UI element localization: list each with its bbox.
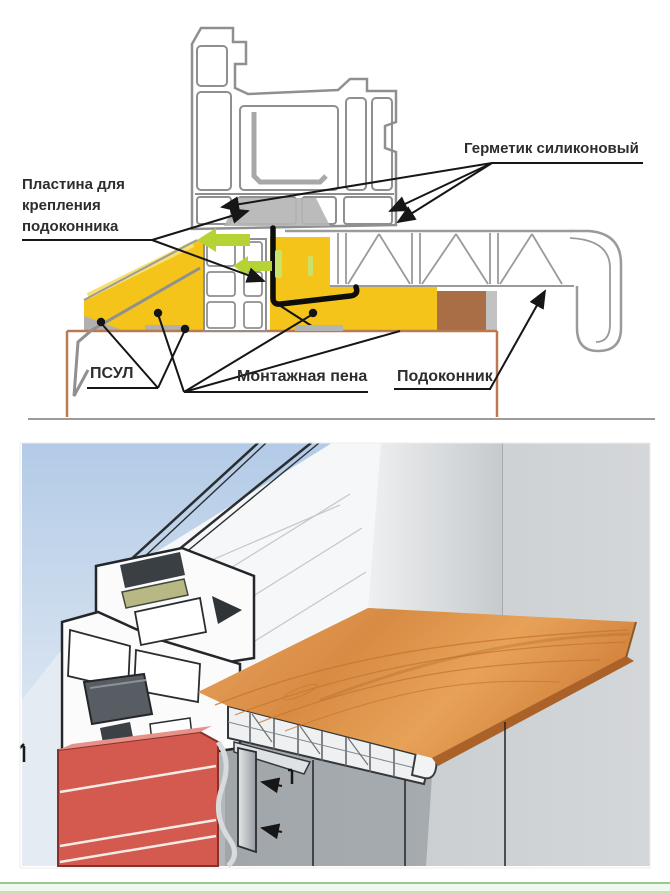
subframe-profile (203, 238, 267, 332)
brick-wall (57, 726, 237, 868)
sky (22, 443, 332, 700)
pvc-sill-honeycomb (227, 704, 438, 786)
wood-front-edge (432, 656, 634, 766)
glazing-pocket (251, 112, 328, 185)
fixing-plate (224, 198, 330, 226)
label-mounting-foam: Монтажная пена (237, 368, 368, 385)
support-bracket (233, 741, 312, 854)
label-silicone-sealant: Герметик силиконовый (464, 140, 639, 157)
left-mark (19, 743, 26, 762)
green-arrows (197, 228, 313, 278)
windowsill-profile (285, 229, 623, 353)
drip-sill-line (72, 266, 201, 397)
packer-bar (275, 250, 282, 278)
glazing-slot (120, 552, 185, 588)
gasket (212, 596, 242, 624)
glazing-packer (121, 578, 189, 609)
annotation-lines (22, 162, 643, 393)
wall-jamb (368, 443, 503, 617)
measurement-lines (312, 722, 506, 866)
sky-sliver (22, 652, 60, 866)
torn-plaster-edge (215, 740, 237, 868)
wall-outline (65, 329, 499, 417)
photo-border (19, 442, 651, 869)
label-fixing-plate: Пластина для крепления подоконника (22, 176, 125, 235)
footer-strip (0, 882, 670, 893)
bottom-photo (19, 442, 651, 869)
end-cap-strip (486, 291, 497, 331)
fixing-bracket (270, 225, 360, 331)
label-psul: ПСУЛ (90, 365, 134, 382)
label-windowsill: Подоконник (397, 368, 493, 385)
top-diagram (22, 26, 655, 420)
packer-bar-2 (308, 256, 313, 276)
wood-spacer-block (437, 291, 486, 331)
wood-sill (198, 608, 637, 766)
